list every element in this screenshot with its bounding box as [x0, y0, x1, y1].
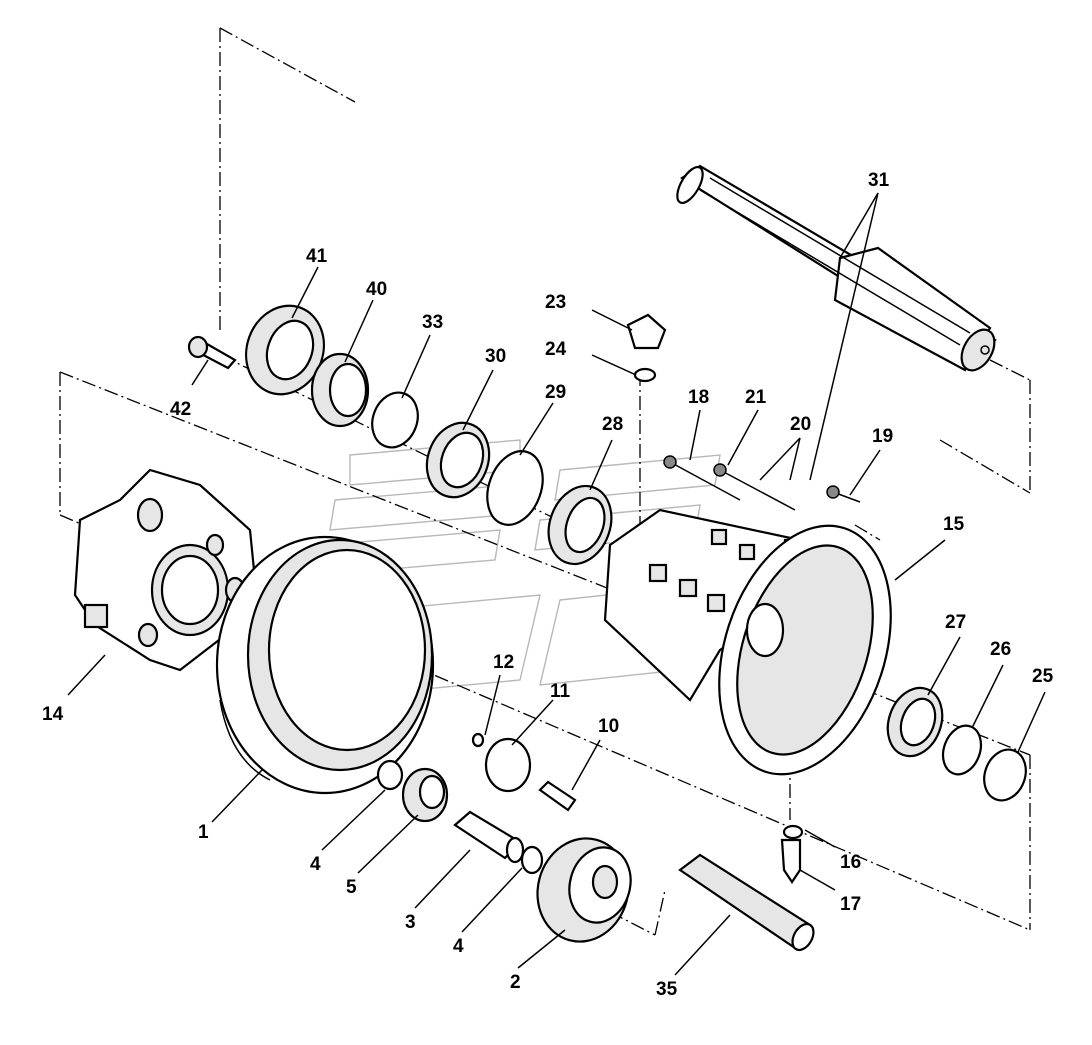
carrier-14 [73, 468, 257, 672]
bearing-stack-left [187, 304, 613, 566]
label-20: 20 [790, 414, 811, 435]
bolts [626, 313, 861, 884]
label-25: 25 [1032, 666, 1054, 687]
label-15: 15 [943, 514, 965, 535]
label-12: 12 [493, 652, 514, 673]
gear-2 [536, 837, 632, 943]
label-28: 28 [602, 414, 623, 435]
label-41: 41 [306, 246, 328, 267]
label-4-right: 4 [453, 936, 464, 957]
label-11: 11 [550, 681, 571, 702]
label-40: 40 [366, 279, 387, 300]
label-3: 3 [405, 912, 416, 933]
label-24: 24 [545, 339, 567, 360]
label-1: 1 [198, 822, 209, 843]
label-5: 5 [346, 877, 357, 898]
bearing-stack-right [886, 686, 1027, 802]
label-31: 31 [868, 170, 890, 191]
label-17: 17 [840, 894, 861, 915]
shaft-35 [678, 853, 815, 952]
label-10: 10 [598, 716, 619, 737]
label-27: 27 [945, 612, 966, 633]
label-14: 14 [42, 704, 64, 725]
label-19: 19 [872, 426, 893, 447]
small-parts [376, 732, 577, 875]
label-42: 42 [170, 399, 191, 420]
label-2: 2 [510, 972, 521, 993]
label-35: 35 [656, 979, 678, 1000]
label-18: 18 [688, 387, 709, 408]
label-23: 23 [545, 292, 566, 313]
label-4-left: 4 [310, 854, 321, 875]
label-21: 21 [745, 387, 767, 408]
part-labels: 1 2 3 4 4 5 10 11 12 14 15 16 17 18 19 2… [42, 170, 1054, 1000]
label-16: 16 [840, 852, 861, 873]
ring-gear-1 [215, 535, 435, 795]
label-33: 33 [422, 312, 443, 333]
label-29: 29 [545, 382, 566, 403]
assembly-axis-lines [59, 27, 1031, 936]
leader-lines [67, 192, 1046, 976]
shaft-31 [676, 164, 997, 372]
label-30: 30 [485, 346, 506, 367]
housing-15 [603, 508, 892, 776]
label-26: 26 [990, 639, 1011, 660]
